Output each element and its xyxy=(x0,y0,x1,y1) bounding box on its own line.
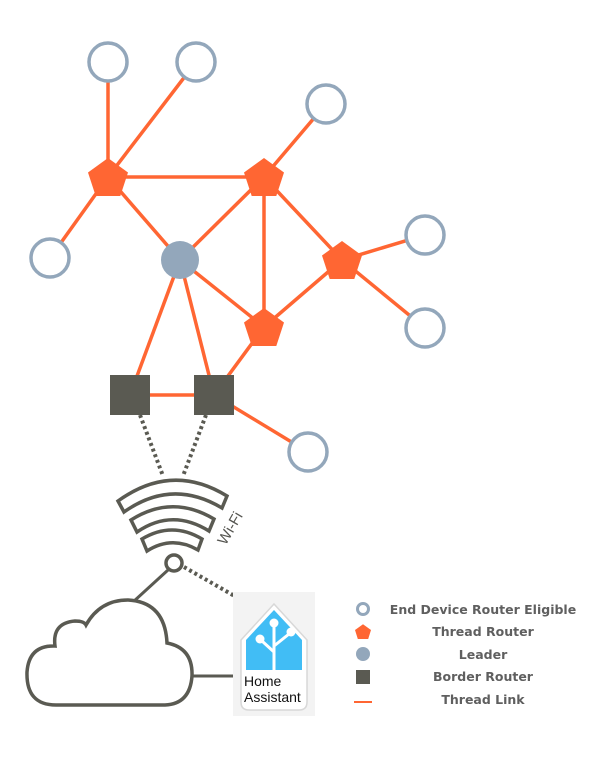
thread-router-node-tr1 xyxy=(88,158,128,196)
cloud-icon xyxy=(25,568,236,707)
line-icon xyxy=(354,701,372,704)
ring-icon xyxy=(356,602,370,617)
thread-links xyxy=(48,60,427,454)
legend-label: Border Router xyxy=(433,669,533,685)
legend-item-thread-link: Thread Link xyxy=(352,688,592,711)
thread-link-leader-br1 xyxy=(128,259,182,396)
thread-link-tr2-leader xyxy=(178,175,266,262)
home-assistant-line1: Home xyxy=(244,673,282,689)
thread-router-node-tr4 xyxy=(244,308,284,346)
end-device-node-ed5 xyxy=(404,214,446,256)
end-device-node-ed7 xyxy=(287,431,329,473)
end-device-node-ed2 xyxy=(175,41,217,83)
end-device-node-ed1 xyxy=(87,41,129,83)
thread-link-leader-br2 xyxy=(178,259,216,396)
legend-label: Thread Link xyxy=(441,691,525,707)
end-device-node-ed6 xyxy=(404,307,446,349)
leader-node-leader xyxy=(161,241,199,279)
thread-router-node-tr3 xyxy=(322,241,362,279)
home-assistant-logo xyxy=(233,592,315,716)
br2-wifi-link xyxy=(181,414,208,477)
home-assistant-label: Home Assistant xyxy=(244,673,301,705)
legend-item-thread-router: Thread Router xyxy=(352,621,592,644)
legend-item-end-device: End Device Router Eligible xyxy=(352,598,592,621)
end-device-node-ed4 xyxy=(305,83,347,125)
pentagon-icon xyxy=(355,624,371,640)
thread-nodes xyxy=(29,41,446,473)
square-icon xyxy=(356,669,370,684)
thread-router-node-tr2 xyxy=(244,158,284,196)
legend-label: Thread Router xyxy=(432,624,534,640)
legend-label: Leader xyxy=(458,646,508,662)
border-router-node-br2 xyxy=(194,375,234,415)
wifi-links xyxy=(138,414,239,600)
br1-wifi-link xyxy=(138,414,165,477)
legend: End Device Router Eligible Thread Router… xyxy=(352,598,592,711)
wifi-icon xyxy=(115,478,230,573)
legend-label: End Device Router Eligible xyxy=(389,601,577,617)
dot-icon xyxy=(356,647,370,662)
end-device-node-ed3 xyxy=(29,237,71,279)
thread-link-tr1-ed2 xyxy=(106,60,198,179)
legend-item-leader: Leader xyxy=(352,643,592,666)
border-router-node-br1 xyxy=(110,375,150,415)
wifi-ha-link xyxy=(183,565,239,600)
home-assistant-line2: Assistant xyxy=(244,689,301,705)
legend-item-border-router: Border Router xyxy=(352,666,592,689)
